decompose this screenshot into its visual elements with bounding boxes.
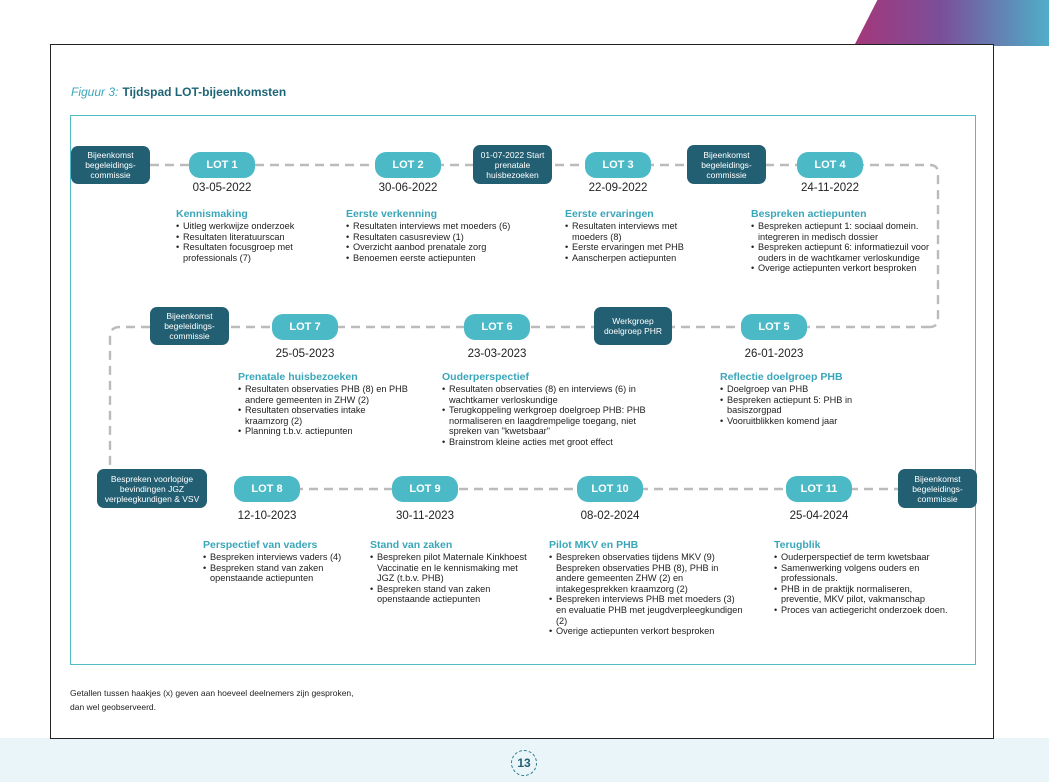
lot-1-date: 03-05-2022 bbox=[192, 182, 252, 194]
lot-11-item: Ouderperspectief de term kwetsbaar bbox=[774, 552, 954, 563]
lot-5-date: 26-01-2023 bbox=[744, 348, 804, 360]
lot-4-heading: Bespreken actiepunten bbox=[751, 208, 867, 220]
lot-5-item: Vooruitblikken komend jaar bbox=[720, 416, 870, 427]
lot-10-pill: LOT 10 bbox=[577, 476, 643, 502]
lot-3-item: Eerste ervaringen met PHB bbox=[565, 242, 715, 253]
connector-row-1 bbox=[150, 163, 940, 329]
event-start-prenatale-huisbezoeken: 01-07-2022 Start prenatale huisbezoeken bbox=[473, 145, 552, 184]
lot-2-item: Resultaten interviews met moeders (6) bbox=[346, 221, 542, 232]
lot-8-date: 12-10-2023 bbox=[237, 510, 297, 522]
lot-2-item: Benoemen eerste actiepunten bbox=[346, 253, 542, 264]
event-begeleidingscommissie-3: Bijeenkomst begeleidings-commissie bbox=[150, 307, 229, 345]
lot-2-item: Resultaten casusreview (1) bbox=[346, 232, 542, 243]
lot-11-item: Samenwerking volgens ouders en professio… bbox=[774, 563, 954, 584]
lot-3-item: Aanscherpen actiepunten bbox=[565, 253, 715, 264]
lot-2-pill: LOT 2 bbox=[375, 152, 441, 178]
event-begeleidingscommissie-2: Bijeenkomst begeleidings-commissie bbox=[687, 145, 766, 184]
lot-8-heading: Perspectief van vaders bbox=[203, 539, 318, 551]
lot-8-pill: LOT 8 bbox=[234, 476, 300, 502]
lot-5-pill: LOT 5 bbox=[741, 314, 807, 340]
lot-3-item: Resultaten interviews met moeders (8) bbox=[565, 221, 715, 242]
page-number: 13 bbox=[511, 750, 537, 776]
figure-title-text: Tijdspad LOT-bijeenkomsten bbox=[122, 85, 287, 99]
event-begeleidingscommissie-4: Bijeenkomst begeleidings-commissie bbox=[898, 469, 977, 508]
corner-decoration bbox=[854, 0, 1049, 46]
lot-4-content: Bespreken actiepunten Bespreken actiepun… bbox=[751, 208, 933, 274]
lot-1-item: Resultaten literatuurscan bbox=[176, 232, 334, 243]
lot-5-content: Reflectie doelgroep PHB Doelgroep van PH… bbox=[720, 371, 870, 426]
lot-8-content: Perspectief van vaders Bespreken intervi… bbox=[203, 539, 353, 584]
lot-11-item: Proces van actiegericht onderzoek doen. bbox=[774, 605, 954, 616]
lot-9-heading: Stand van zaken bbox=[370, 539, 453, 551]
lot-3-pill: LOT 3 bbox=[585, 152, 651, 178]
lot-4-pill: LOT 4 bbox=[797, 152, 863, 178]
event-begeleidingscommissie-1: Bijeenkomst begeleidings-commissie bbox=[71, 146, 150, 184]
lot-11-pill: LOT 11 bbox=[786, 476, 852, 502]
lot-4-date: 24-11-2022 bbox=[801, 182, 859, 194]
lot-10-date: 08-02-2024 bbox=[580, 510, 640, 522]
lot-10-heading: Pilot MKV en PHB bbox=[549, 539, 639, 551]
lot-7-item: Resultaten observaties PHB (8) en PHB an… bbox=[238, 384, 408, 405]
lot-5-item: Bespreken actiepunt 5: PHB in basiszorgp… bbox=[720, 395, 870, 416]
lot-10-item: Overige actiepunten verkort besproken bbox=[549, 626, 747, 637]
lot-6-pill: LOT 6 bbox=[464, 314, 530, 340]
figure-label: Figuur 3: bbox=[71, 85, 119, 99]
lot-7-pill: LOT 7 bbox=[272, 314, 338, 340]
lot-2-date: 30-06-2022 bbox=[378, 182, 438, 194]
lot-3-heading: Eerste ervaringen bbox=[565, 208, 654, 220]
lot-4-item: Bespreken actiepunt 1: sociaal domein. i… bbox=[751, 221, 933, 242]
lot-3-date: 22-09-2022 bbox=[588, 182, 648, 194]
lot-9-pill: LOT 9 bbox=[392, 476, 458, 502]
lot-5-heading: Reflectie doelgroep PHB bbox=[720, 371, 843, 383]
event-werkgroep-doelgroep: Werkgroep doelgroep PHR bbox=[594, 307, 672, 345]
lot-11-date: 25-04-2024 bbox=[789, 510, 849, 522]
lot-4-item: Bespreken actiepunt 6: informatiezuil vo… bbox=[751, 242, 933, 263]
lot-10-content: Pilot MKV en PHB Bespreken observaties t… bbox=[549, 539, 747, 637]
footnote: Getallen tussen haakjes (x) geven aan ho… bbox=[70, 688, 354, 712]
lot-1-content: Kennismaking Uitleg werkwijze onderzoek … bbox=[176, 208, 334, 263]
timeline-frame bbox=[70, 115, 976, 665]
lot-10-item: Bespreken interviews PHB met moeders (3)… bbox=[549, 594, 747, 626]
lot-1-item: Uitleg werkwijze onderzoek bbox=[176, 221, 334, 232]
lot-1-pill: LOT 1 bbox=[189, 152, 255, 178]
lot-9-content: Stand van zaken Bespreken pilot Maternal… bbox=[370, 539, 535, 605]
lot-2-heading: Eerste verkenning bbox=[346, 208, 438, 220]
lot-7-date: 25-05-2023 bbox=[275, 348, 335, 360]
lot-9-item: Bespreken stand van zaken openstaande ac… bbox=[370, 584, 535, 605]
lot-1-heading: Kennismaking bbox=[176, 208, 248, 220]
lot-8-item: Bespreken interviews vaders (4) bbox=[203, 552, 353, 563]
lot-2-content: Eerste verkenning Resultaten interviews … bbox=[346, 208, 542, 263]
figure-title: Figuur 3:Tijdspad LOT-bijeenkomsten bbox=[71, 85, 286, 99]
lot-9-item: Bespreken pilot Maternale Kinkhoest Vacc… bbox=[370, 552, 535, 584]
lot-11-heading: Terugblik bbox=[774, 539, 821, 551]
lot-6-heading: Ouderperspectief bbox=[442, 371, 529, 383]
lot-11-content: Terugblik Ouderperspectief de term kwets… bbox=[774, 539, 954, 616]
lot-6-item: Resultaten observaties (8) en interviews… bbox=[442, 384, 652, 405]
lot-6-item: Brainstrom kleine acties met groot effec… bbox=[442, 437, 652, 448]
lot-6-item: Terugkoppeling werkgroep doelgroep PHB: … bbox=[442, 405, 652, 437]
lot-7-heading: Prenatale huisbezoeken bbox=[238, 371, 358, 383]
event-bespreken-voorlopige-bevindingen: Bespreken voorlopige bevindingen JGZ ver… bbox=[97, 469, 207, 508]
lot-4-item: Overige actiepunten verkort besproken bbox=[751, 263, 933, 274]
lot-3-content: Eerste ervaringen Resultaten interviews … bbox=[565, 208, 715, 263]
lot-5-item: Doelgroep van PHB bbox=[720, 384, 870, 395]
lot-9-date: 30-11-2023 bbox=[396, 510, 454, 522]
lot-2-item: Overzicht aanbod prenatale zorg bbox=[346, 242, 542, 253]
lot-11-item: PHB in de praktijk normaliseren, prevent… bbox=[774, 584, 954, 605]
lot-6-date: 23-03-2023 bbox=[467, 348, 527, 360]
connector-row-2 bbox=[108, 325, 930, 478]
lot-10-item: Bespreken observaties tijdens MKV (9) Be… bbox=[549, 552, 747, 594]
lot-7-content: Prenatale huisbezoeken Resultaten observ… bbox=[238, 371, 408, 437]
lot-6-content: Ouderperspectief Resultaten observaties … bbox=[442, 371, 652, 448]
lot-8-item: Bespreken stand van zaken openstaande ac… bbox=[203, 563, 353, 584]
lot-7-item: Resultaten observaties intake kraamzorg … bbox=[238, 405, 408, 426]
lot-1-item: Resultaten focusgroep met professionals … bbox=[176, 242, 334, 263]
lot-7-item: Planning t.b.v. actiepunten bbox=[238, 426, 408, 437]
